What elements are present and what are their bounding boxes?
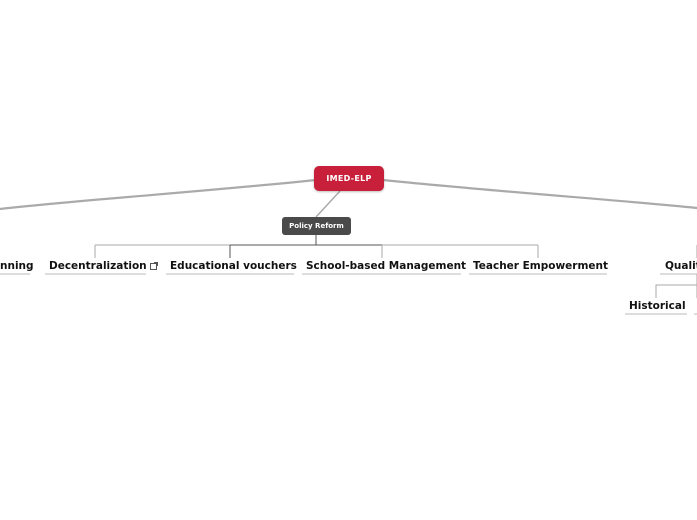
topic-educational-vouchers-label: Educational vouchers xyxy=(170,260,297,272)
topic-school-based-management-label: School-based Management xyxy=(306,260,467,272)
root-node-label: IMED-ELP xyxy=(326,174,372,183)
topic-left-partial[interactable]: nning xyxy=(0,260,34,273)
central-topic-label: Policy Reform xyxy=(289,222,344,230)
topic-teacher-empowerment[interactable]: Teacher Empowerment xyxy=(473,260,608,273)
subtopic-historical-label: Historical xyxy=(629,300,686,312)
connector-root-policy xyxy=(315,190,341,218)
topic-educational-vouchers[interactable]: Educational vouchers xyxy=(170,260,297,273)
topic-decentralization[interactable]: Decentralization xyxy=(49,260,147,273)
topic-quality-label: Qualit xyxy=(665,260,697,272)
topic-decentralization-label: Decentralization xyxy=(49,260,147,272)
topic-school-based-management[interactable]: School-based Management xyxy=(306,260,466,273)
connector-quality-children xyxy=(655,274,697,298)
connector-root-left xyxy=(0,178,317,211)
external-link-icon[interactable] xyxy=(150,262,158,270)
topic-left-partial-label: nning xyxy=(0,260,34,272)
connector-root-right xyxy=(382,178,697,210)
central-topic-node[interactable]: Policy Reform xyxy=(282,217,351,235)
subtopic-historical[interactable]: Historical xyxy=(629,300,686,313)
topic-teacher-empowerment-label: Teacher Empowerment xyxy=(473,260,609,272)
topic-quality[interactable]: Qualit xyxy=(665,260,697,273)
root-node[interactable]: IMED-ELP xyxy=(314,166,384,191)
